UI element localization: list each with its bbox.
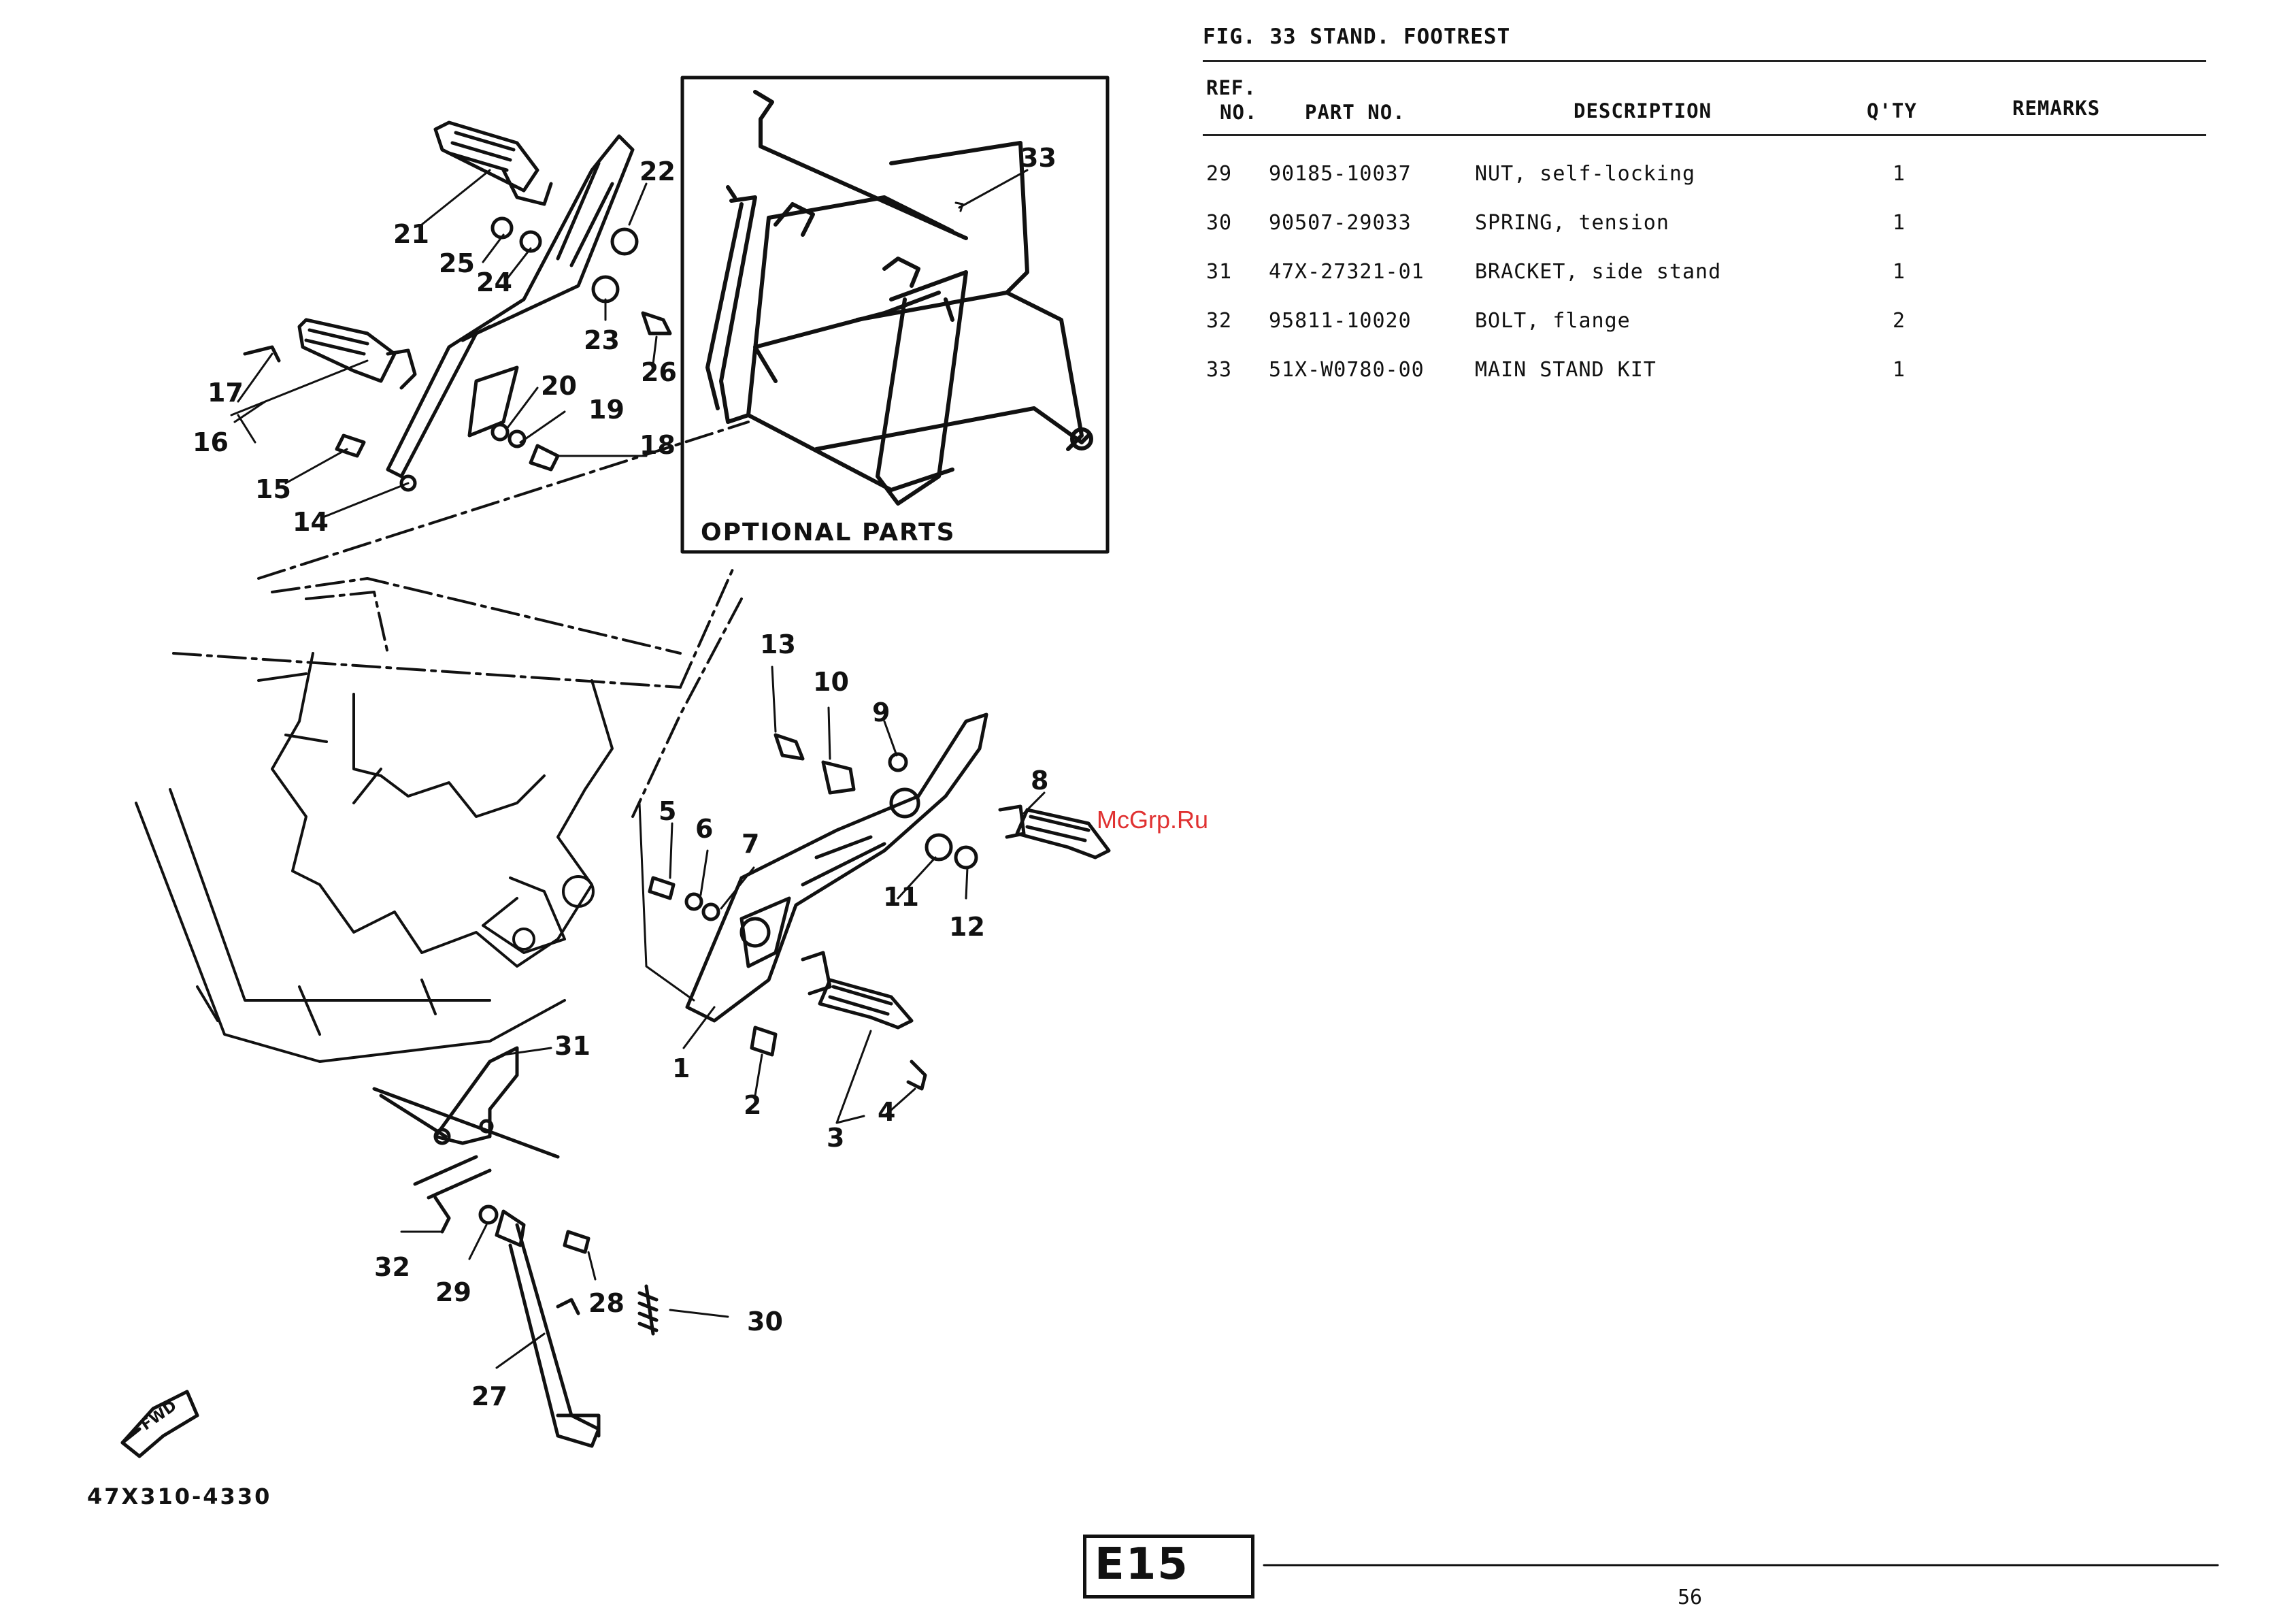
side-stand-assembly [372, 1046, 729, 1448]
table-header-rule [1203, 134, 2206, 136]
callout-9: 9 [872, 698, 891, 727]
callout-31: 31 [554, 1031, 590, 1061]
callout-5: 5 [659, 796, 677, 826]
callout-3: 3 [827, 1123, 845, 1153]
callout-7: 7 [742, 829, 760, 859]
part-number-cell: 90185-10037 [1269, 162, 1412, 186]
header-description: DESCRIPTION [1574, 99, 1712, 122]
ref-no-cell: 32 [1206, 309, 1233, 333]
part-number-cell: 47X-27321-01 [1269, 260, 1425, 284]
watermark: McGrp.Ru [1097, 806, 1209, 834]
callout-19: 19 [588, 395, 625, 425]
callout-21: 21 [393, 219, 429, 249]
callout-6: 6 [695, 814, 714, 844]
callout-15: 15 [255, 474, 291, 504]
part-number-cell: 95811-10020 [1269, 309, 1412, 333]
callout-32: 32 [374, 1252, 410, 1282]
callout-20: 20 [541, 371, 577, 401]
ref-no-cell: 30 [1206, 211, 1233, 235]
callout-18: 18 [639, 430, 676, 460]
description-cell: NUT, self-locking [1475, 162, 1696, 186]
quantity-cell: 1 [1893, 358, 1906, 382]
description-cell: BOLT, flange [1475, 309, 1631, 333]
quantity-cell: 2 [1893, 309, 1906, 333]
callout-29: 29 [435, 1277, 471, 1307]
figure-title: FIG. 33 STAND. FOOTREST [1203, 24, 1511, 49]
callout-17: 17 [207, 378, 244, 408]
table-top-rule [1203, 60, 2206, 62]
description-cell: SPRING, tension [1475, 211, 1669, 235]
quantity-cell: 1 [1893, 260, 1906, 284]
header-qty: Q'TY [1867, 99, 1917, 122]
callout-1: 1 [672, 1053, 691, 1083]
quantity-cell: 1 [1893, 211, 1906, 235]
callout-22: 22 [639, 157, 676, 186]
callout-13: 13 [760, 629, 796, 659]
part-number-cell: 51X-W0780-00 [1269, 358, 1425, 382]
ref-no-cell: 31 [1206, 260, 1233, 284]
header-ref-line1: REF. [1206, 76, 1257, 99]
ref-no-cell: 29 [1206, 162, 1233, 186]
callout-24: 24 [476, 267, 512, 297]
section-code: E15 [1095, 1539, 1189, 1590]
right-footrest-assembly [638, 666, 1111, 1124]
header-ref-line2: NO. [1220, 101, 1258, 124]
callout-8: 8 [1031, 766, 1049, 796]
ref-no-cell: 33 [1206, 358, 1233, 382]
callout-10: 10 [813, 667, 849, 697]
callout-26: 26 [641, 357, 677, 387]
fwd-arrow-icon [120, 1390, 199, 1458]
callout-2: 2 [744, 1090, 762, 1120]
part-number-cell: 90507-29033 [1269, 211, 1412, 235]
callout-23: 23 [584, 325, 620, 355]
quantity-cell: 1 [1893, 162, 1906, 186]
callout-28: 28 [588, 1288, 625, 1318]
callout-27: 27 [471, 1381, 508, 1411]
description-cell: BRACKET, side stand [1475, 260, 1722, 284]
section-badge: E15 [1083, 1535, 1254, 1599]
engine-outline [135, 652, 614, 1063]
callout-25: 25 [439, 248, 475, 278]
left-footrest-assembly [230, 120, 672, 519]
callout-14: 14 [293, 507, 329, 537]
callout-11: 11 [883, 882, 919, 912]
frame-outline [172, 421, 750, 818]
optional-parts-label: OPTIONAL PARTS [701, 519, 956, 546]
page-number: 56 [1678, 1586, 1703, 1609]
header-part-no: PART NO. [1305, 101, 1405, 124]
callout-16: 16 [193, 427, 229, 457]
drawing-code: 47X310-4330 [87, 1483, 272, 1509]
main-stand-kit-drawing [705, 90, 1093, 506]
callout-12: 12 [949, 912, 985, 942]
callout-30: 30 [747, 1307, 783, 1337]
optional-parts-panel [680, 76, 1110, 554]
header-remarks: REMARKS [2012, 97, 2101, 120]
callout-4: 4 [878, 1097, 896, 1127]
description-cell: MAIN STAND KIT [1475, 358, 1657, 382]
callout-33: 33 [1020, 143, 1057, 173]
